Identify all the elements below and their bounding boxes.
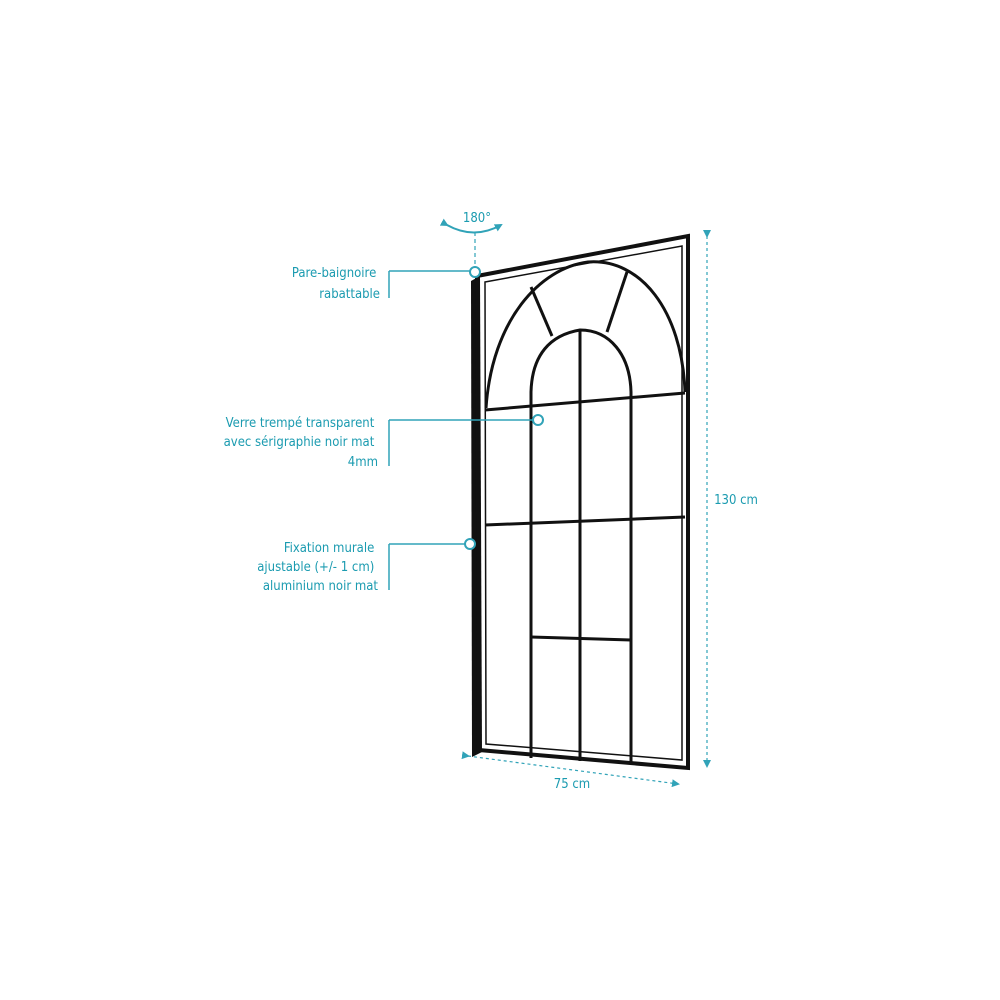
lower-bar <box>530 635 632 642</box>
rotation-arrow-icon <box>439 218 503 234</box>
dimension-width-line <box>461 751 680 788</box>
dimension-height: 130 cm <box>703 230 758 768</box>
callout-fixation: Fixation murale ajustable (+/- 1 cm) alu… <box>257 538 476 594</box>
rotation-indicator: 180° <box>439 211 503 268</box>
dimension-width: 75 cm <box>461 751 680 792</box>
rotation-label: 180° <box>463 211 491 226</box>
arch-spoke-left <box>529 286 554 337</box>
transom-upper <box>484 391 686 412</box>
callout-hinge: Pare-baignoire rabattable <box>292 266 481 302</box>
arch-spoke-right <box>605 271 629 333</box>
inner-arch <box>529 328 633 764</box>
transom-middle <box>484 515 686 527</box>
outer-frame <box>474 233 690 771</box>
inner-frame <box>484 245 683 761</box>
callout-hinge-dot <box>469 266 481 278</box>
callout-glass: Verre trempé transparent avec sérigraphi… <box>224 414 544 470</box>
dimension-width-label: 75 cm <box>554 777 590 792</box>
callout-fixation-dot <box>464 538 476 550</box>
callout-glass-text: Verre trempé transparent avec sérigraphi… <box>224 416 378 470</box>
callout-fixation-text: Fixation murale ajustable (+/- 1 cm) alu… <box>257 541 378 594</box>
dimension-height-label: 130 cm <box>714 493 758 508</box>
glass-panel <box>471 233 690 771</box>
callout-hinge-text: Pare-baignoire rabattable <box>292 266 380 302</box>
outer-arch <box>484 260 687 409</box>
callout-glass-dot <box>532 414 544 426</box>
